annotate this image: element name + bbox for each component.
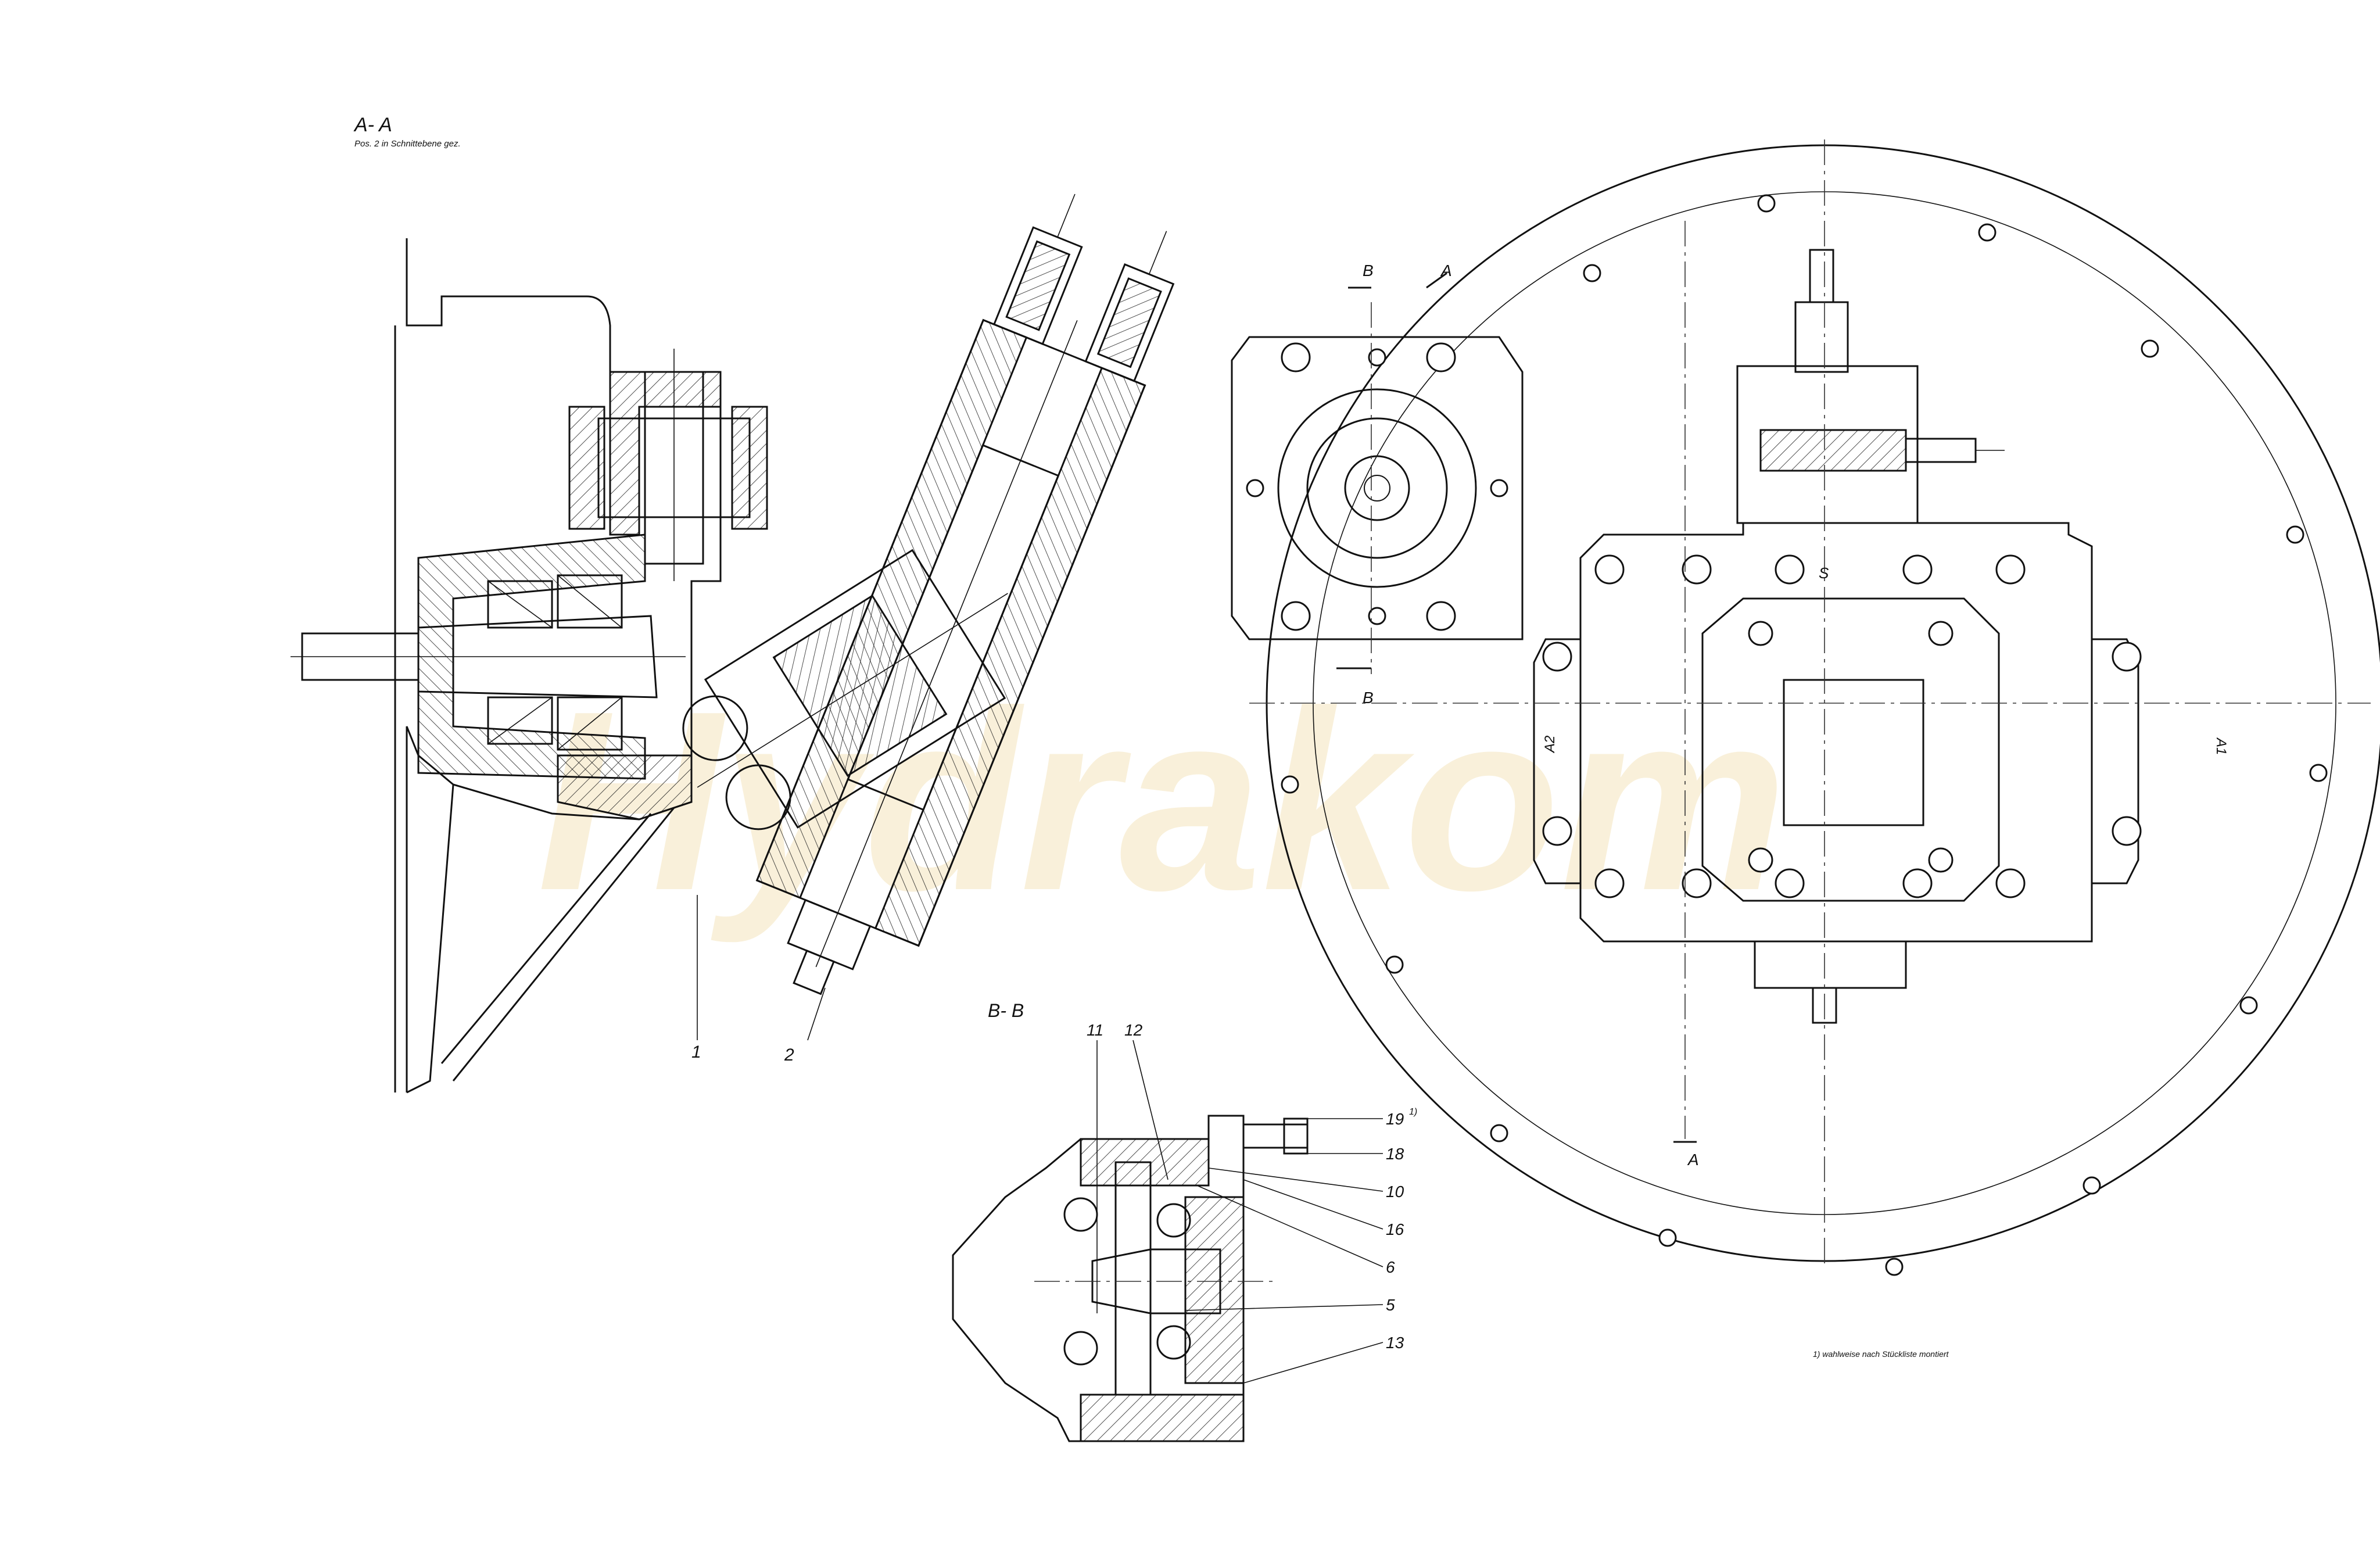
callout-5-leader [1185, 1304, 1383, 1311]
footnote: 1) wahlweise nach Stückliste montiert [1813, 1349, 1949, 1359]
tapered-bearing-2 [557, 574, 623, 751]
flange-rib [406, 784, 454, 1094]
central-port-opening [1783, 679, 1924, 826]
section-aa-title: A- A [353, 114, 392, 136]
bb-housing-hatch-right [1184, 1196, 1245, 1384]
callout-11: 11 [1087, 1021, 1103, 1039]
tapered-bearing-1 [487, 580, 553, 745]
port-label-a1: A1 [2213, 737, 2229, 755]
callout-10-leader [1208, 1167, 1383, 1192]
auxiliary-mount-center [1364, 475, 1390, 502]
callout-1: 1 [691, 1043, 701, 1062]
auxiliary-gear-drive [568, 349, 768, 581]
auxiliary-mount-bolts [1246, 342, 1508, 631]
section-a-arrow-top [1426, 272, 1447, 289]
bb-gear [1114, 1161, 1152, 1396]
bb-housing-hatch-lower [1080, 1394, 1245, 1442]
controller-valve-cap [1809, 249, 1834, 303]
front-view: B B A [1231, 139, 2380, 1359]
bb-bearing-top-right [1156, 1203, 1191, 1238]
callout-2: 2 [784, 1045, 794, 1065]
section-mark-b-bottom: B [1363, 689, 1374, 707]
callout-6-leader [1196, 1185, 1383, 1267]
controller-adjuster [1905, 438, 1977, 463]
flange-bolt-holes [1281, 194, 2328, 1276]
controller-valve-hatch [1759, 429, 1907, 472]
auxiliary-mount-ring-inner [1344, 455, 1410, 521]
pump-body-side-left [1533, 638, 1582, 884]
pump-body-side-right [2091, 638, 2139, 884]
callout-13-leader [1243, 1342, 1383, 1384]
section-aa-note: Pos. 2 in Schnittebene gez. [354, 139, 461, 149]
bb-bearing-bottom-right [1156, 1325, 1191, 1360]
mounting-flange [406, 238, 722, 1092]
bottom-boss [1754, 940, 1907, 989]
section-bb-view: B- B 11 12 19 1) 18 10 16 6 [952, 1000, 1417, 1442]
callout-6: 6 [1386, 1258, 1395, 1276]
auxiliary-mount-plate [1231, 336, 1524, 640]
bb-fitting [1242, 1123, 1309, 1149]
callout-5: 5 [1386, 1296, 1395, 1314]
flange-rib-3 [452, 807, 675, 1081]
bb-fitting-nut [1283, 1117, 1309, 1155]
callout-13: 13 [1386, 1334, 1404, 1352]
callout-12-leader [1132, 1040, 1169, 1180]
callout-2-leader [807, 987, 826, 1041]
callout-19: 19 [1386, 1110, 1404, 1128]
auxiliary-mount-ring-outer [1277, 388, 1477, 588]
bb-bearing-top-left [1063, 1197, 1098, 1232]
port-label-a2: A2 [1542, 736, 1558, 754]
central-port-flange [1701, 597, 2000, 902]
callout-12: 12 [1124, 1021, 1143, 1039]
port-label-s: S [1819, 564, 1829, 582]
section-mark-a-bottom: A [1687, 1151, 1699, 1169]
bb-bearing-bottom-left [1063, 1331, 1098, 1366]
callout-19-footnote-mark: 1) [1409, 1107, 1417, 1117]
callout-16-leader [1243, 1179, 1383, 1230]
watermark: Hydrakom [537, 658, 1787, 945]
flange-rib-2 [440, 813, 652, 1064]
valve-housing [755, 194, 1175, 995]
pump-body-bolts [1542, 554, 2142, 898]
bb-shaft [1091, 1248, 1221, 1314]
callout-16: 16 [1386, 1220, 1404, 1238]
auxiliary-mount-ring-mid [1306, 417, 1448, 559]
callout-18: 18 [1386, 1145, 1404, 1163]
housing-section-hatch [609, 371, 722, 536]
controller-valve-top [1794, 301, 1849, 373]
controller-housing [1736, 365, 1919, 524]
section-bb-title: B- B [988, 1000, 1024, 1021]
drive-shaft [417, 615, 658, 699]
section-mark-b-top: B [1363, 262, 1374, 280]
callout-10: 10 [1386, 1183, 1404, 1201]
section-aa-view: A- A Pos. 2 in Schnittebene gez. [291, 114, 1175, 1094]
bb-housing-outline [952, 1115, 1245, 1442]
